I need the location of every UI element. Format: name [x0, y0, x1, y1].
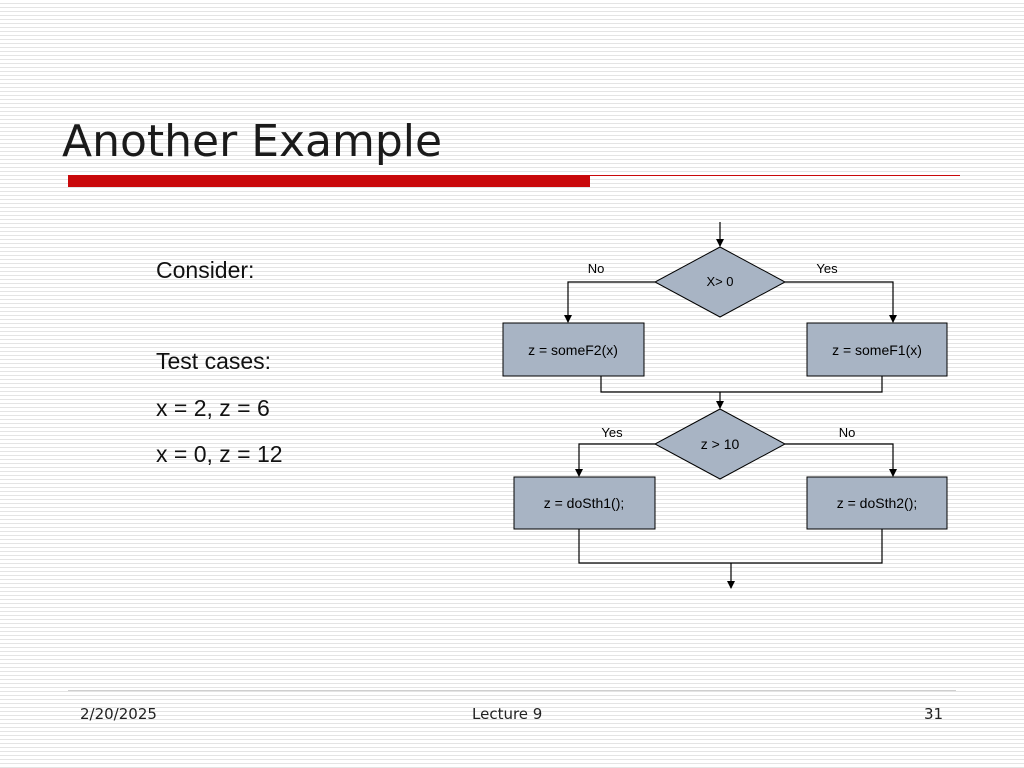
- decision-diamond-1: [653, 246, 787, 318]
- slide-title: Another Example: [62, 116, 443, 167]
- yes-branch-connector-2: [575, 443, 655, 477]
- decision-1-yes-label: Yes: [816, 261, 838, 276]
- no-branch-connector-1: [564, 281, 655, 323]
- footer-date: 2/20/2025: [80, 705, 157, 723]
- process-box-right-2: [806, 476, 948, 530]
- title-underline-rule: [590, 175, 960, 176]
- process-box-left-2: [513, 476, 656, 530]
- process-left-1-label: z = someF2(x): [528, 342, 618, 358]
- footer-lecture: Lecture 9: [472, 705, 543, 723]
- test-case-item: x = 2, z = 6: [156, 395, 270, 421]
- test-case-item: x = 0, z = 12: [156, 441, 283, 467]
- decision-1-no-label: No: [588, 261, 605, 276]
- footer-page-number: 31: [924, 705, 944, 723]
- process-box-right-1: [806, 322, 948, 377]
- consider-label: Consider:: [156, 257, 255, 283]
- process-box-left-1: [502, 322, 645, 377]
- process-left-2-label: z = doSth1();: [544, 495, 625, 511]
- merge-connector-2: [578, 529, 883, 564]
- no-branch-connector-2: [785, 443, 897, 477]
- decision-2-yes-label: Yes: [601, 425, 623, 440]
- title-underline-bar: [68, 175, 590, 187]
- test-cases-label: Test cases:: [156, 348, 272, 374]
- merge-connector-1: [600, 376, 883, 393]
- decision-2-label: z > 10: [701, 436, 740, 452]
- decision-2-no-label: No: [839, 425, 856, 440]
- process-right-1-label: z = someF1(x): [832, 342, 922, 358]
- footer-divider: [68, 690, 956, 691]
- process-right-2-label: z = doSth2();: [837, 495, 918, 511]
- decision-1-label: X> 0: [706, 274, 733, 289]
- yes-branch-connector-1: [785, 281, 897, 323]
- decision-diamond-2: [653, 408, 787, 480]
